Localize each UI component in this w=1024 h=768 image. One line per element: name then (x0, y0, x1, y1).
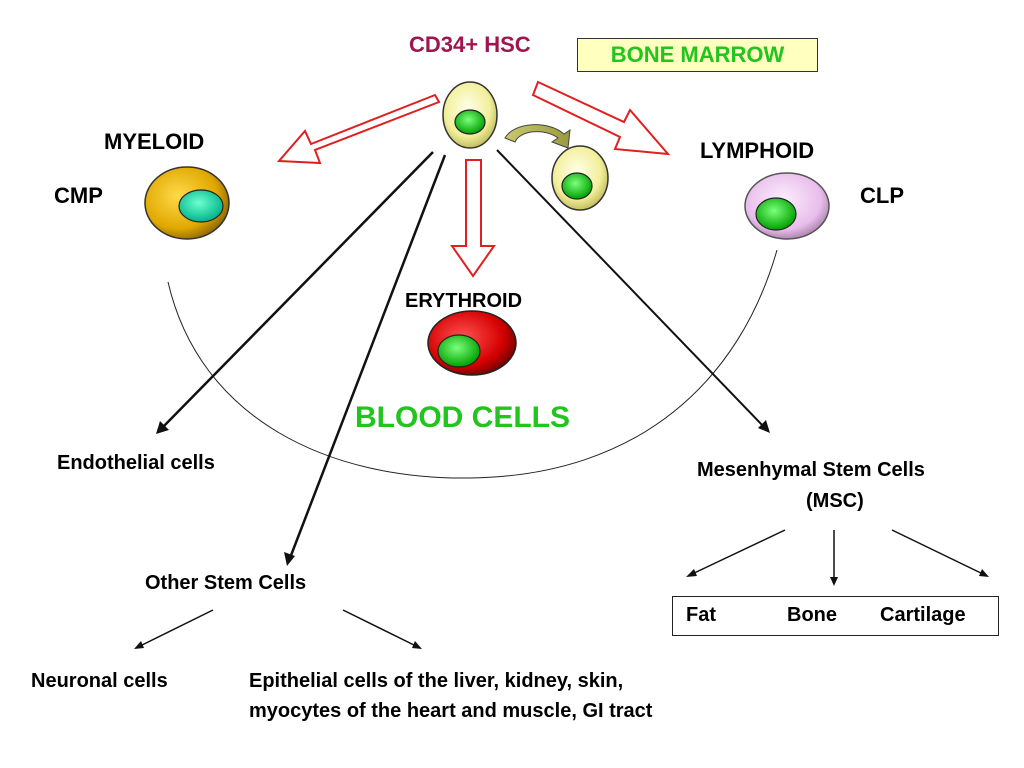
bone-marrow-box: BONE MARROW (577, 38, 818, 72)
other-to-epithelial-arrow (342, 609, 422, 649)
bone-label: Bone (787, 604, 837, 626)
clp-label: CLP (860, 183, 904, 208)
lymphoid-label: LYMPHOID (700, 138, 815, 163)
msc-outputs-box (672, 596, 999, 636)
msc-label-line1: Mesenhymal Stem Cells (697, 459, 925, 481)
msc-arrow (496, 149, 770, 433)
endothelial-label: Endothelial cells (57, 452, 215, 474)
clp-nucleus (755, 197, 797, 231)
epithelial-label-line2: myocytes of the heart and muscle, GI tra… (249, 700, 653, 722)
hsc-label: CD34+ HSC (409, 32, 531, 57)
cmp-label: CMP (54, 183, 103, 208)
lymphoid-arrow (531, 80, 671, 156)
cmp-nucleus (178, 189, 224, 223)
msc-to-bone-arrow (830, 530, 838, 586)
daughter-hsc-cell (551, 145, 609, 211)
hsc-nucleus (454, 109, 486, 135)
other-to-neuronal-arrow (134, 609, 214, 649)
blood-cells-label: BLOOD CELLS (355, 401, 570, 434)
msc-to-cartilage-arrow (891, 529, 989, 577)
myeloid-label: MYELOID (104, 129, 205, 154)
daughter-hsc-nucleus (561, 172, 593, 200)
erythroid-arrow (450, 159, 496, 278)
epithelial-label-line1: Epithelial cells of the liver, kidney, s… (249, 670, 624, 692)
blood-cells-arc (167, 249, 778, 479)
erythroid-nucleus (437, 334, 481, 368)
cartilage-label: Cartilage (880, 604, 966, 626)
endothelial-arrow (156, 151, 434, 434)
other-stem-arrow (284, 154, 447, 566)
msc-to-fat-arrow (686, 529, 786, 577)
myeloid-arrow (276, 93, 441, 165)
msc-label-line2: (MSC) (806, 490, 864, 512)
fat-label: Fat (686, 604, 716, 626)
erythroid-cell (427, 310, 517, 376)
hsc-cell (442, 81, 498, 149)
self-renewal-arrow (504, 124, 571, 149)
bone-marrow-label: BONE MARROW (610, 42, 785, 67)
other-stem-label: Other Stem Cells (145, 572, 307, 594)
cmp-cell (144, 166, 230, 240)
clp-cell (744, 172, 830, 240)
erythroid-label: ERYTHROID (405, 290, 523, 312)
neuronal-label: Neuronal cells (31, 670, 168, 692)
